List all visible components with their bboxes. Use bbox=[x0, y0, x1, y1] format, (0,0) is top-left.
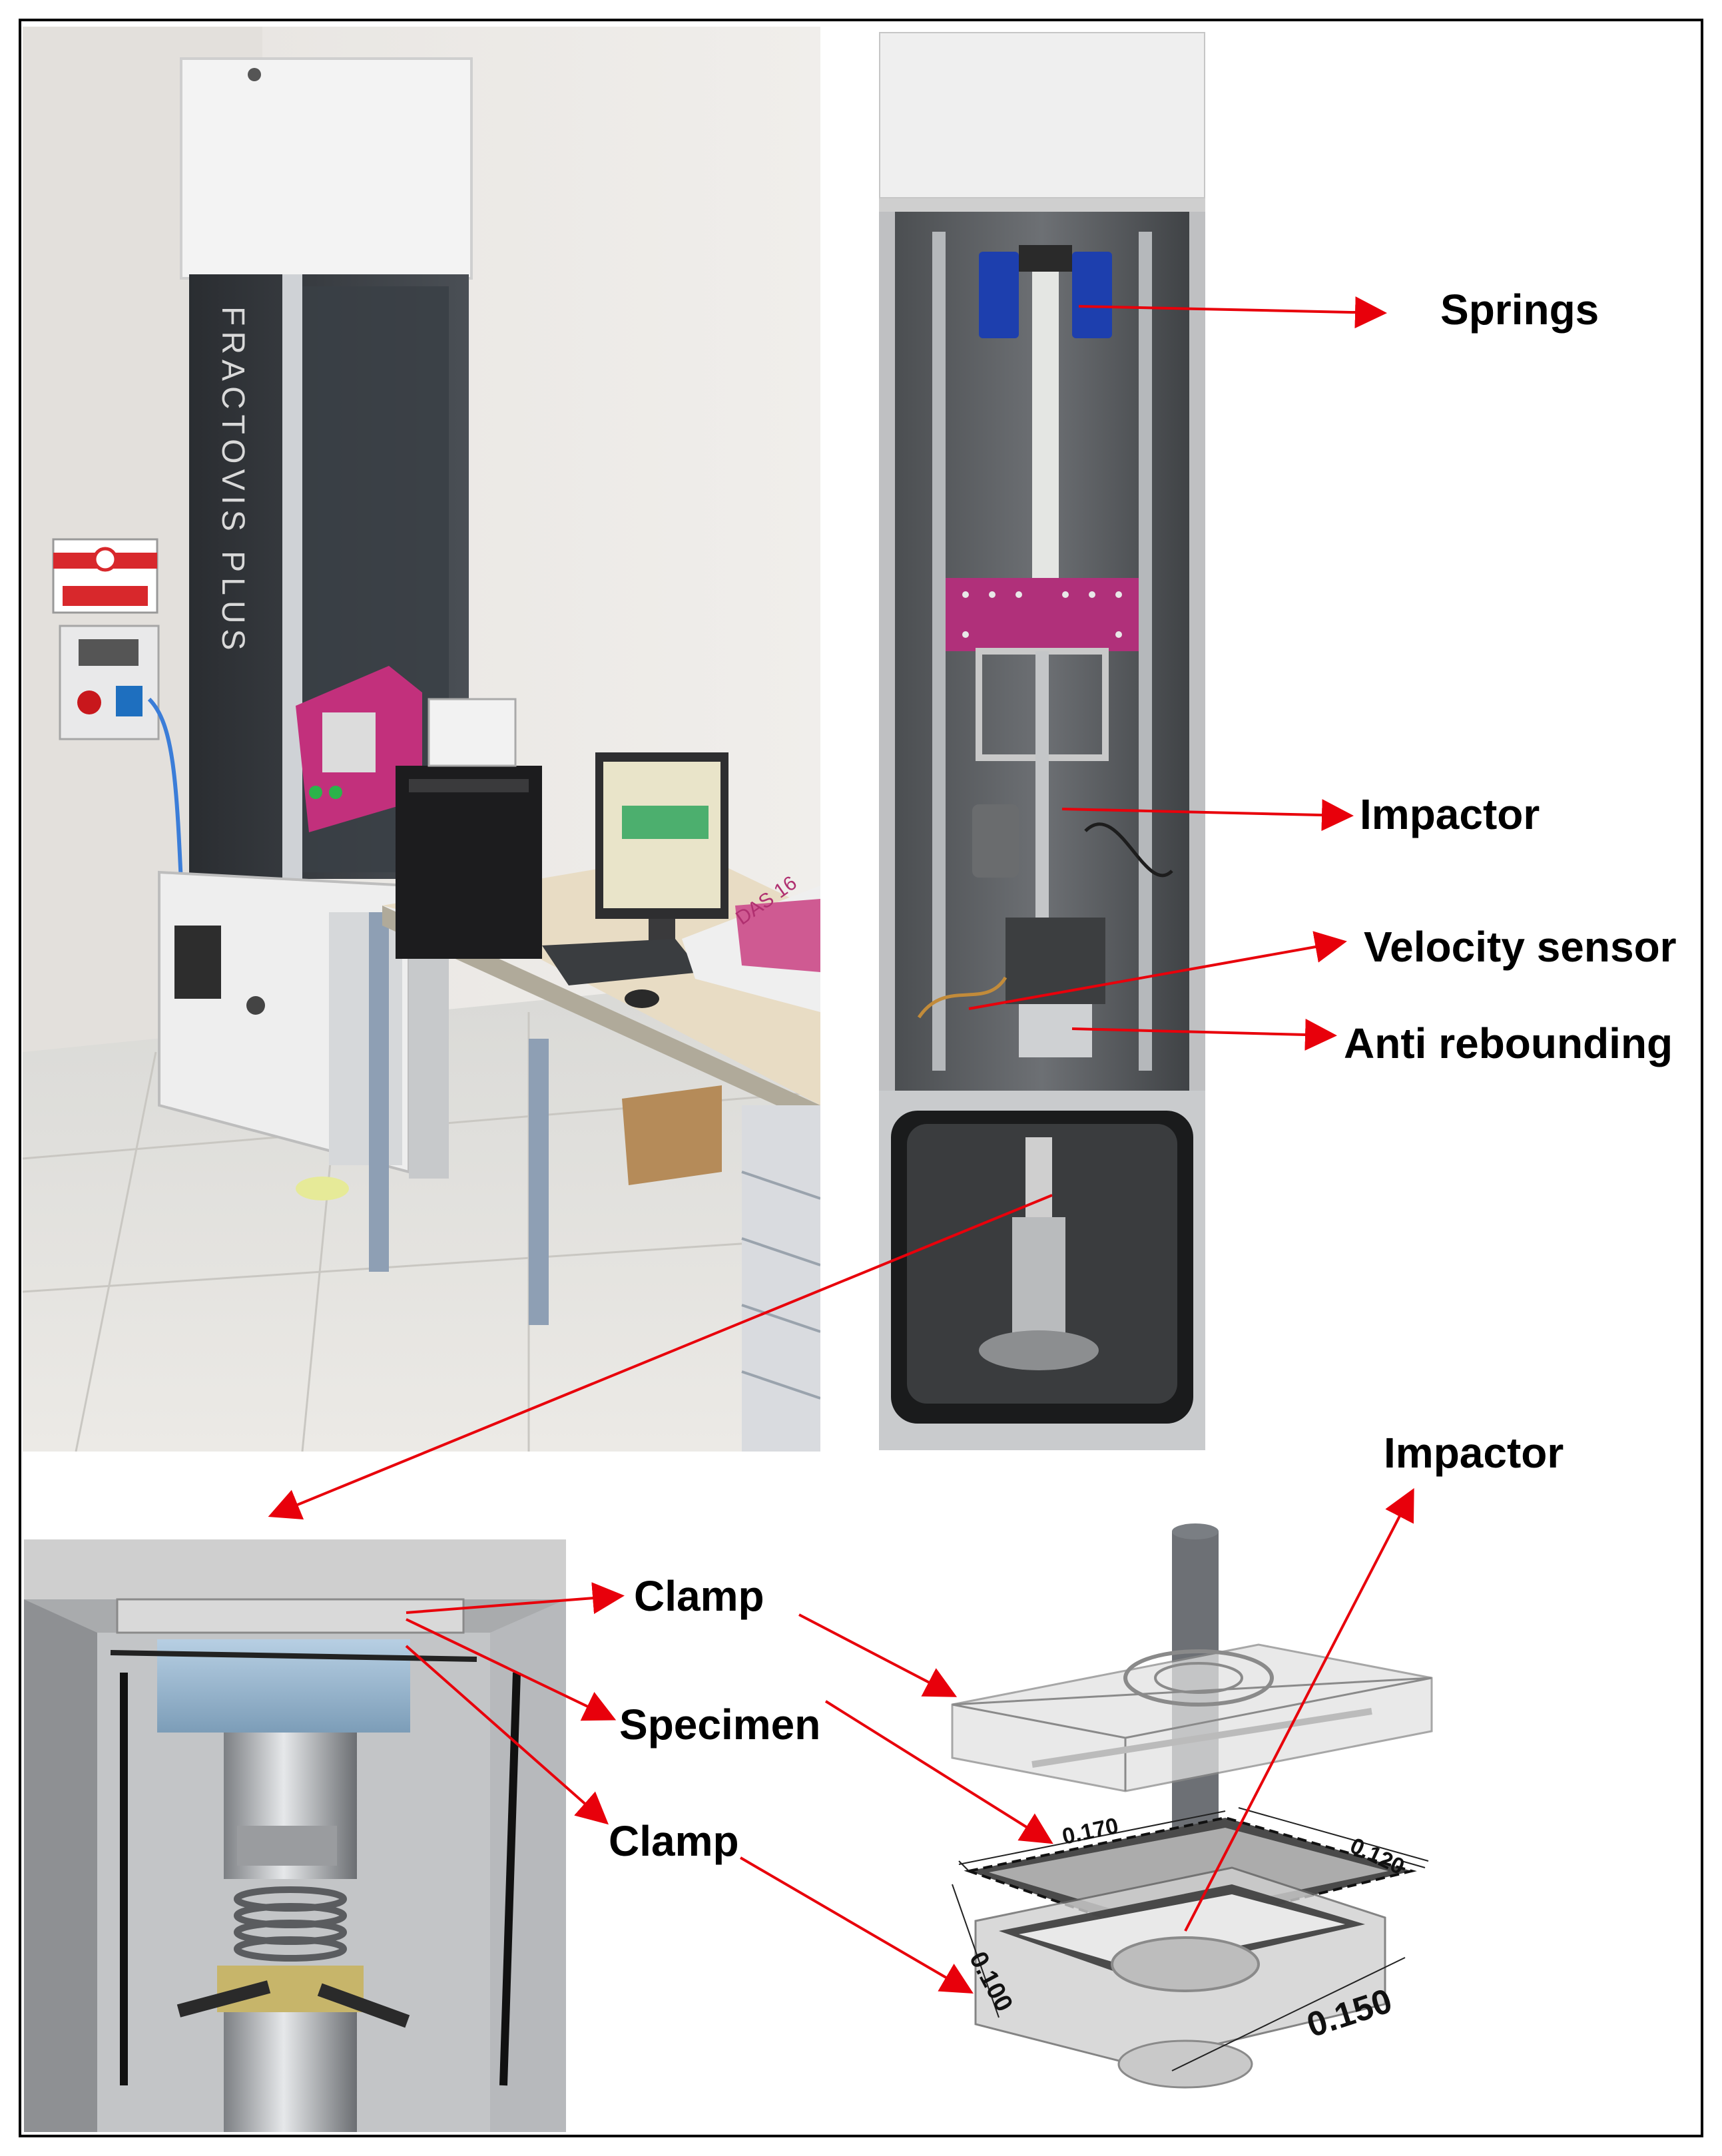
label-anti-rebounding: Anti rebounding bbox=[1344, 1019, 1673, 1067]
arrow-clamp-top-left bbox=[406, 1582, 625, 1615]
label-impactor-interior: Impactor bbox=[1360, 790, 1540, 838]
arrow-impactor-cad bbox=[1184, 1487, 1414, 1932]
arrow-anti-rebounding bbox=[1071, 1018, 1337, 1051]
label-springs: Springs bbox=[1440, 286, 1599, 334]
machine-interior-photo bbox=[879, 32, 1205, 1450]
machine-photo: FRACTOVIS PLUS bbox=[23, 27, 820, 1452]
arrow-specimen-cad bbox=[824, 1700, 1053, 1844]
label-clamp-top: Clamp bbox=[634, 1572, 764, 1620]
label-clamp-bottom: Clamp bbox=[609, 1817, 739, 1865]
no-entry-icon bbox=[93, 547, 118, 572]
cad-schematic: 0.170 0.120 0.100 0.150 bbox=[799, 1498, 1532, 2124]
arrow-clamp-bottom-left bbox=[405, 1645, 609, 1825]
label-impactor-cad: Impactor bbox=[1384, 1429, 1564, 1477]
column-brand-text: FRACTOVIS PLUS bbox=[215, 306, 250, 656]
arrow-impactor-top bbox=[1061, 799, 1354, 832]
arrow-fixture-link bbox=[268, 1194, 1053, 1520]
arrow-springs bbox=[1078, 296, 1387, 329]
arrow-specimen-left bbox=[406, 1618, 617, 1721]
figure-frame bbox=[19, 19, 1703, 2137]
label-velocity-sensor: Velocity sensor bbox=[1364, 923, 1677, 971]
label-specimen: Specimen bbox=[619, 1701, 821, 1749]
arrow-clamp-top-cad bbox=[798, 1613, 958, 1697]
arrow-velocity-sensor bbox=[968, 931, 1347, 1010]
arrow-clamp-bottom-cad bbox=[739, 1856, 974, 1994]
